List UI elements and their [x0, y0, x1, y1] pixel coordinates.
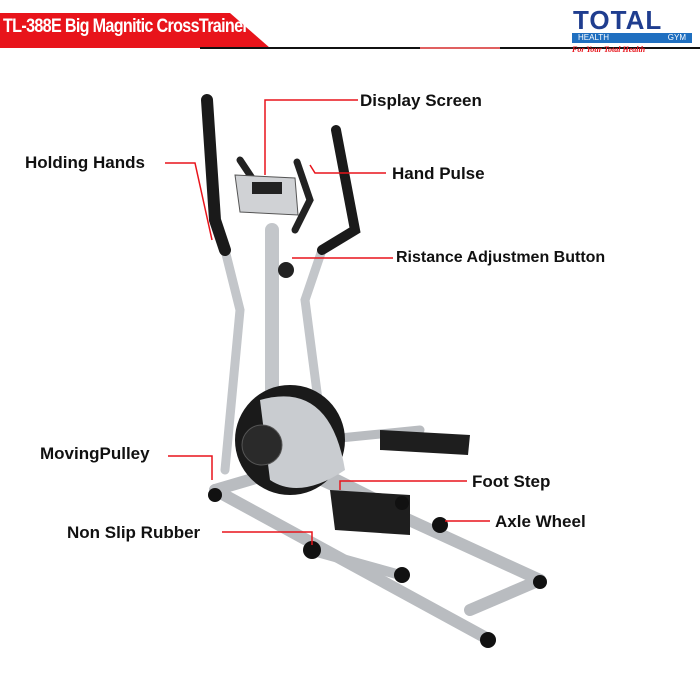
brand-logo: TOTAL	[573, 5, 663, 35]
brand-subbar: HEALTH GYM	[572, 33, 692, 43]
divider	[500, 47, 700, 49]
divider	[200, 47, 420, 49]
label-hand-pulse: Hand Pulse	[392, 164, 485, 183]
label-non-slip-rubber: Non Slip Rubber	[67, 523, 201, 542]
label-display-screen: Display Screen	[360, 91, 482, 110]
divider-accent	[420, 47, 500, 49]
label-resistance-button: Ristance Adjustmen Button	[396, 249, 606, 266]
display-console	[234, 174, 299, 216]
label-foot-step: Foot Step	[472, 472, 551, 491]
brand-sub-right: GYM	[667, 33, 686, 42]
brand-tagline: For Your Total Health	[572, 45, 646, 54]
label-holding-hands: Holding Hands	[25, 153, 145, 172]
label-axle-wheel: Axle Wheel	[495, 512, 586, 531]
product-title: TL-388E Big Magnitic CrossTrainer	[3, 16, 249, 37]
title-banner	[0, 13, 270, 48]
brand-sub-left: HEALTH	[578, 33, 609, 42]
label-moving-pulley: MovingPulley	[40, 444, 150, 463]
